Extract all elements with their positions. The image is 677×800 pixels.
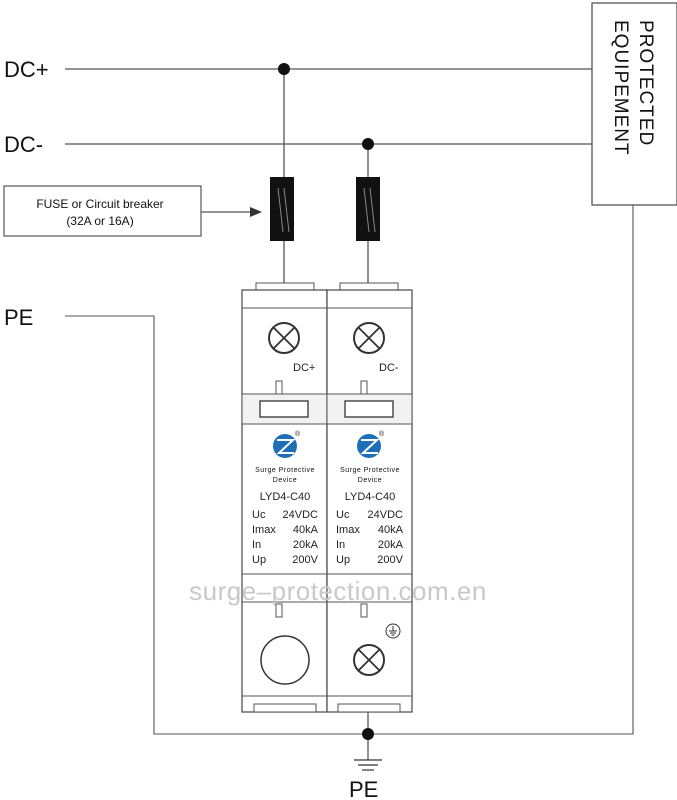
- ground-icon: [354, 759, 382, 771]
- spec-name: Up: [252, 554, 266, 566]
- spec-name: Uc: [252, 509, 266, 521]
- release-slot: [344, 400, 394, 418]
- model-label: LYD4-C40: [260, 491, 311, 503]
- spec-name: Imax: [336, 524, 360, 536]
- pe-left-label: PE: [4, 305, 33, 330]
- fuse-label-box: [3, 185, 202, 237]
- spec-value: 20kA: [378, 539, 404, 551]
- terminal-label: DC-: [379, 362, 399, 374]
- fuse-dc-minus: [356, 177, 380, 241]
- earth-symbol-icon: [385, 623, 401, 639]
- spec-name: Imax: [252, 524, 276, 536]
- release-slot: [259, 400, 309, 418]
- device-title-line2: Device: [358, 477, 382, 484]
- fuse-dc-plus: [270, 177, 294, 241]
- brand-logo-icon: [273, 434, 297, 458]
- spec-value: 200V: [292, 554, 318, 566]
- spec-value: 24VDC: [283, 509, 319, 521]
- spd-module-dc-plus: DC+ ® Surge Protective Device LYD4-C40 U…: [241, 282, 328, 713]
- protected-equipment-box: [591, 2, 677, 206]
- brand-logo-icon: [357, 434, 381, 458]
- spec-name: Up: [336, 554, 350, 566]
- fuse-label-line1: FUSE or Circuit breaker: [36, 197, 163, 211]
- spec-name: In: [252, 539, 261, 551]
- indicator-lamp-icon: [353, 644, 385, 676]
- indicator-lamp-icon: [268, 322, 300, 354]
- protected-ground-line: [368, 205, 634, 735]
- dc-minus-label: DC-: [4, 132, 43, 157]
- spec-value: 40kA: [378, 524, 404, 536]
- device-title-line1: Surge Protective: [340, 467, 400, 474]
- spec-value: 200V: [377, 554, 403, 566]
- registered-mark: ®: [295, 430, 301, 438]
- fuse-label-line2: (32A or 16A): [66, 214, 133, 228]
- fuse-arrow-head: [250, 207, 262, 217]
- indicator-lamp-icon: [353, 322, 385, 354]
- protected-label-line1: PROTECTED: [635, 20, 656, 146]
- registered-mark: ®: [379, 430, 385, 438]
- device-title-line1: Surge Protective: [255, 467, 315, 474]
- pe-junction: [362, 728, 374, 740]
- protected-label-line2: EQUIPEMENT: [610, 20, 631, 156]
- pe-left-line: [65, 315, 368, 735]
- dc-minus-junction: [362, 138, 374, 150]
- terminal-label: DC+: [293, 362, 315, 374]
- spec-value: 20kA: [293, 539, 319, 551]
- terminal-screw-icon: [260, 635, 310, 685]
- dc-plus-junction: [278, 63, 290, 75]
- spec-value: 40kA: [293, 524, 319, 536]
- pe-bottom-label: PE: [349, 777, 378, 800]
- watermark-text: surge–protection.com.en: [189, 576, 487, 606]
- spec-name: Uc: [336, 509, 350, 521]
- dc-plus-label: DC+: [4, 57, 49, 82]
- spec-value: 24VDC: [368, 509, 404, 521]
- device-title-line2: Device: [273, 477, 297, 484]
- spec-name: In: [336, 539, 345, 551]
- model-label: LYD4-C40: [345, 491, 396, 503]
- spd-module-dc-minus: DC- ® Surge Protective Device LYD4-C40 U…: [326, 282, 413, 713]
